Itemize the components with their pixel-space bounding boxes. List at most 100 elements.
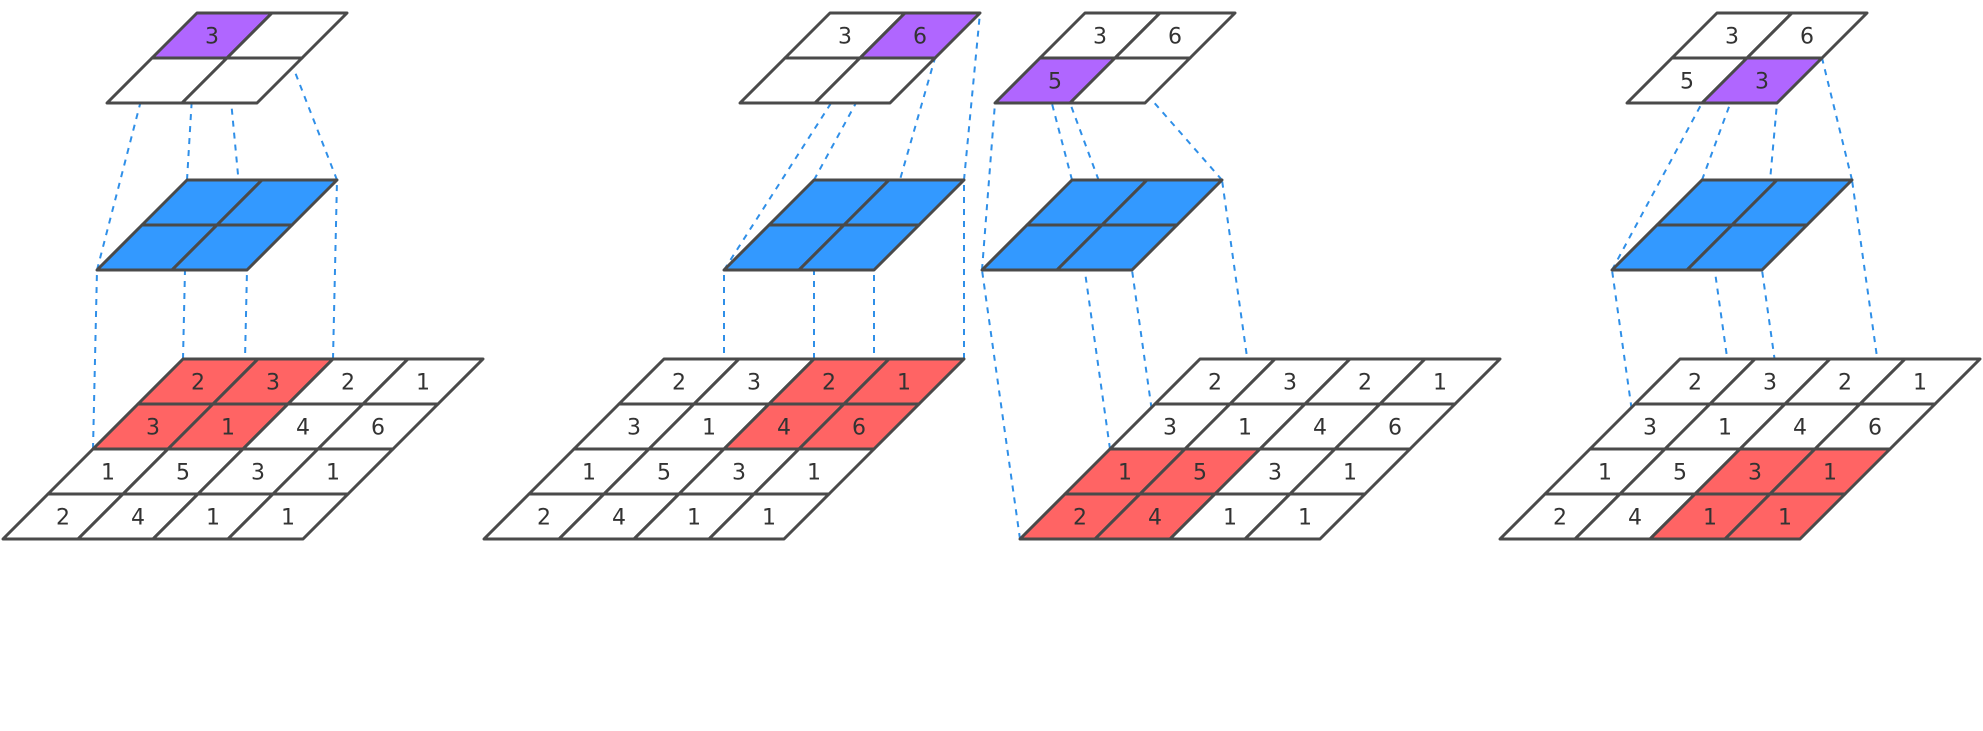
input-cell: 2: [1303, 357, 1427, 406]
output-cell-value: 3: [1725, 25, 1739, 50]
input-cell-value: 5: [657, 461, 671, 486]
input-cell-value: 1: [1433, 371, 1447, 396]
input-cell-value: 4: [1793, 416, 1807, 441]
input-cell-value: 2: [537, 506, 551, 531]
input-cell-value: 2: [56, 506, 70, 531]
input-cell-value: 3: [732, 461, 746, 486]
input-cell-value: 1: [897, 371, 911, 396]
input-cell-value: 1: [281, 506, 295, 531]
input-cell: 3: [91, 402, 215, 451]
connector-line: [186, 12, 198, 181]
input-cell-value: 2: [1688, 371, 1702, 396]
kernel-cell-shape: [1055, 223, 1179, 272]
connector-line: [1701, 179, 1741, 450]
input-cell-value: 4: [296, 416, 310, 441]
connector-line: [981, 269, 1021, 540]
input-cell-value: 3: [747, 371, 761, 396]
connector-line: [981, 102, 996, 271]
input-cell: 1: [1858, 357, 1982, 406]
input-cell-value: 2: [822, 371, 836, 396]
input-cell-value: 1: [1238, 416, 1252, 441]
input-cell-value: 2: [1208, 371, 1222, 396]
input-cell-value: 6: [1868, 416, 1882, 441]
input-cell-value: 1: [1298, 506, 1312, 531]
input-cell-value: 3: [1283, 371, 1297, 396]
input-cell: 1: [1243, 492, 1367, 541]
input-cell-value: 1: [1118, 461, 1132, 486]
kernel-cell: [1055, 223, 1179, 272]
connector-line: [963, 12, 981, 181]
input-cell-value: 1: [101, 461, 115, 486]
input-cell-value: 3: [1763, 371, 1777, 396]
kernel-cell-shape: [170, 223, 294, 272]
input-cell-shape: [226, 492, 350, 541]
input-cell-value: 1: [1598, 461, 1612, 486]
input-cell-value: 6: [1388, 416, 1402, 441]
input-cell-value: 3: [1163, 416, 1177, 441]
input-cell: 1: [1723, 492, 1847, 541]
input-cell-value: 1: [1223, 506, 1237, 531]
input-cell-value: 5: [1673, 461, 1687, 486]
input-cell-value: 1: [762, 506, 776, 531]
input-cell-value: 3: [1748, 461, 1762, 486]
input-cell-value: 6: [852, 416, 866, 441]
input-cell: 4: [1573, 492, 1697, 541]
connector-line: [1039, 57, 1073, 181]
input-cell-shape: [1723, 492, 1847, 541]
connector-line: [332, 179, 338, 360]
output-cell-value: 3: [838, 25, 852, 50]
output-cell-value: 3: [1093, 25, 1107, 50]
input-cell-value: 1: [807, 461, 821, 486]
output-cell-value: 5: [1680, 70, 1694, 95]
input-cell-shape: [707, 492, 831, 541]
input-cell-value: 4: [1628, 506, 1642, 531]
input-cell-value: 1: [221, 416, 235, 441]
kernel-cell: [797, 223, 921, 272]
input-cell: 1: [1168, 492, 1292, 541]
input-cell: 1: [1183, 402, 1307, 451]
input-cell-value: 2: [1553, 506, 1567, 531]
input-cell-value: 5: [176, 461, 190, 486]
input-cell-value: 6: [371, 416, 385, 441]
input-cell-value: 4: [1148, 506, 1162, 531]
input-cell-value: 1: [582, 461, 596, 486]
output-cell-value: 6: [1800, 25, 1814, 50]
input-cell-value: 3: [146, 416, 160, 441]
input-cell-value: 1: [1778, 506, 1792, 531]
connector-line: [1131, 269, 1171, 540]
input-cell-value: 1: [1913, 371, 1927, 396]
input-cell-shape: [1243, 492, 1367, 541]
output-feature-map: 3: [105, 11, 349, 105]
output-cell: [1068, 56, 1192, 105]
pooling-window: [1610, 178, 1854, 272]
input-cell-value: 1: [1718, 416, 1732, 441]
kernel-cell-shape: [1685, 223, 1809, 272]
input-cell-value: 4: [612, 506, 626, 531]
connector-line: [1071, 179, 1111, 450]
input-cell: 2: [482, 492, 606, 541]
input-cell-value: 1: [326, 461, 340, 486]
output-cell-shape: [1068, 56, 1192, 105]
connector-line: [1851, 179, 1891, 450]
input-cell-value: 2: [191, 371, 205, 396]
connector-line: [1221, 179, 1261, 450]
connector-line: [1611, 102, 1703, 271]
input-cell-value: 2: [341, 371, 355, 396]
input-cell: 1: [707, 492, 831, 541]
input-cell-value: 3: [251, 461, 265, 486]
input-cell-value: 1: [687, 506, 701, 531]
kernel-cell: [1685, 223, 1809, 272]
input-cell-value: 1: [206, 506, 220, 531]
kernel-cell-shape: [797, 223, 921, 272]
input-cell-value: 4: [131, 506, 145, 531]
input-cell-value: 3: [1643, 416, 1657, 441]
